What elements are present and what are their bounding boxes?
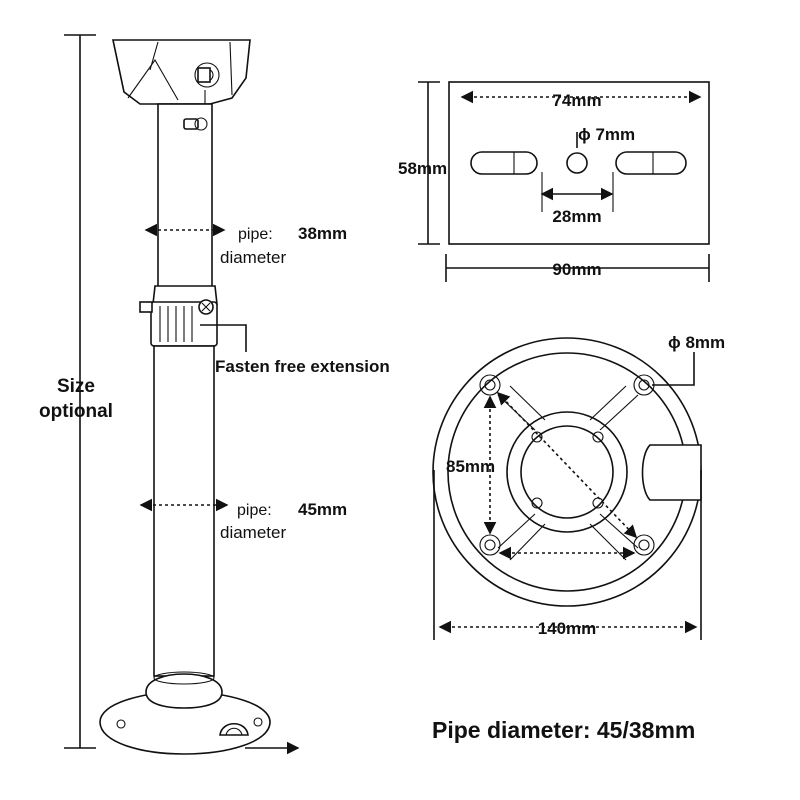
- pipe-top-value: 38mm: [298, 224, 347, 243]
- pipe-top-label: pipe:: [238, 226, 273, 243]
- pipe-diameter-footer: Pipe diameter: 45/38mm: [432, 717, 695, 743]
- fasten-leader: [200, 324, 247, 352]
- mount-plate: [448, 81, 710, 245]
- base-width-label: 140mm: [538, 619, 597, 638]
- fasten-label: Fasten free extension: [215, 357, 390, 376]
- base-diag-label: 85mm: [446, 457, 495, 476]
- size-label-line1: Size: [57, 376, 95, 397]
- size-dimension: [64, 34, 96, 749]
- pipe-bottom-sub: diameter: [220, 523, 286, 542]
- base-hole-label: ϕ 8mm: [668, 333, 725, 352]
- plate-slot-gap-label: 28mm: [552, 207, 601, 226]
- size-label-line2: optional: [39, 401, 113, 422]
- pipe-bottom-value: 45mm: [298, 500, 347, 519]
- bracket-drawing: [99, 39, 271, 755]
- pipe-top-sub: diameter: [220, 248, 286, 267]
- pipe-bottom-label: pipe:: [237, 502, 272, 519]
- plate-width-top-label: 74mm: [552, 91, 601, 110]
- plate-width-label: 90mm: [552, 260, 601, 279]
- plate-hole-label: ϕ 7mm: [578, 125, 635, 144]
- base-hole-leader: [652, 352, 695, 386]
- plate-height-label: 58mm: [398, 159, 447, 178]
